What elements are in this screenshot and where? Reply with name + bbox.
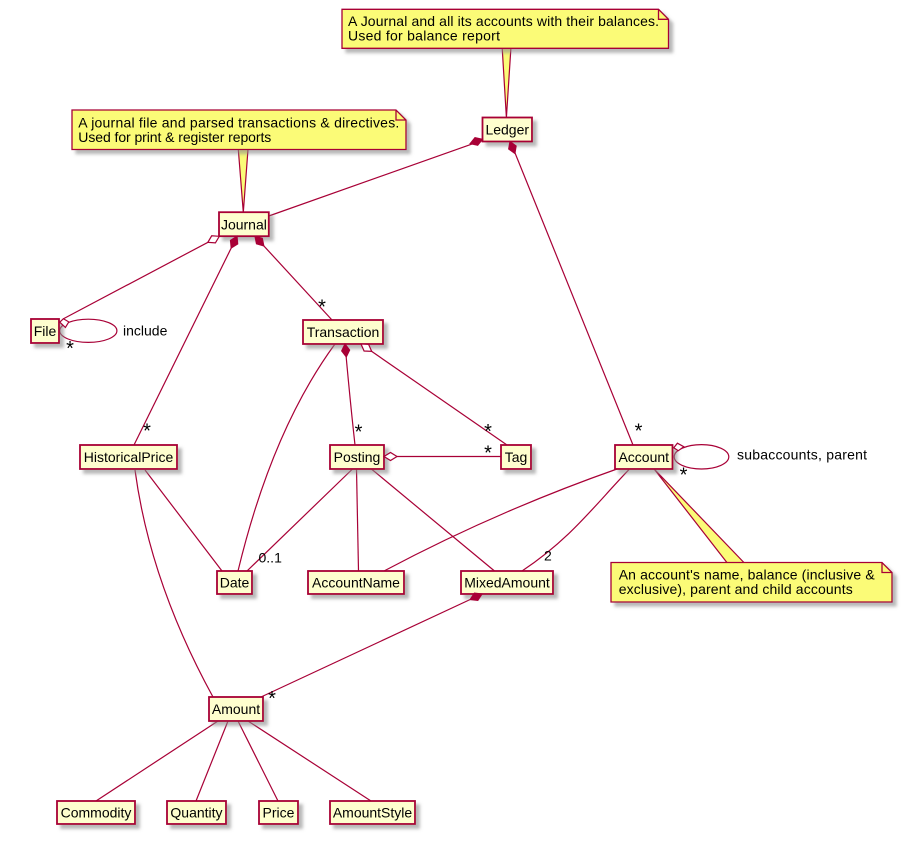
svg-text:*: * bbox=[318, 297, 326, 319]
svg-text:Price: Price bbox=[263, 805, 295, 821]
svg-text:*: * bbox=[484, 421, 492, 443]
svg-text:*: * bbox=[355, 422, 363, 444]
svg-text:AccountName: AccountName bbox=[312, 575, 400, 591]
svg-text:Used for balance report: Used for balance report bbox=[348, 28, 500, 44]
svg-text:Amount: Amount bbox=[212, 701, 260, 717]
svg-text:*: * bbox=[680, 465, 688, 487]
svg-text:0..1: 0..1 bbox=[259, 549, 283, 565]
svg-text:*: * bbox=[484, 443, 492, 465]
svg-text:Used for print & register repo: Used for print & register reports bbox=[78, 129, 271, 145]
svg-text:A Journal and all its accounts: A Journal and all its accounts with thei… bbox=[348, 13, 659, 29]
svg-text:*: * bbox=[635, 421, 643, 443]
svg-text:*: * bbox=[268, 688, 276, 710]
svg-text:Ledger: Ledger bbox=[485, 122, 529, 138]
svg-text:Commodity: Commodity bbox=[61, 805, 132, 821]
svg-text:A journal file and parsed tran: A journal file and parsed transactions &… bbox=[78, 115, 399, 131]
svg-text:Tag: Tag bbox=[505, 449, 528, 465]
svg-text:include: include bbox=[123, 323, 168, 339]
svg-text:Date: Date bbox=[220, 575, 250, 591]
svg-text:2: 2 bbox=[544, 548, 552, 564]
svg-text:Account: Account bbox=[618, 449, 669, 465]
svg-text:An account's name, balance (in: An account's name, balance (inclusive & bbox=[619, 567, 876, 583]
svg-text:subaccounts, parent: subaccounts, parent bbox=[737, 447, 867, 463]
svg-text:AmountStyle: AmountStyle bbox=[333, 805, 413, 821]
svg-text:*: * bbox=[143, 421, 151, 443]
svg-text:Posting: Posting bbox=[334, 449, 381, 465]
svg-text:Quantity: Quantity bbox=[170, 805, 222, 821]
svg-text:*: * bbox=[66, 338, 74, 360]
svg-text:exclusive), parent and child a: exclusive), parent and child accounts bbox=[619, 581, 853, 597]
svg-text:HistoricalPrice: HistoricalPrice bbox=[84, 449, 174, 465]
svg-text:MixedAmount: MixedAmount bbox=[464, 575, 550, 591]
svg-text:File: File bbox=[34, 323, 57, 339]
svg-text:Journal: Journal bbox=[221, 216, 267, 232]
svg-text:Transaction: Transaction bbox=[307, 324, 380, 340]
